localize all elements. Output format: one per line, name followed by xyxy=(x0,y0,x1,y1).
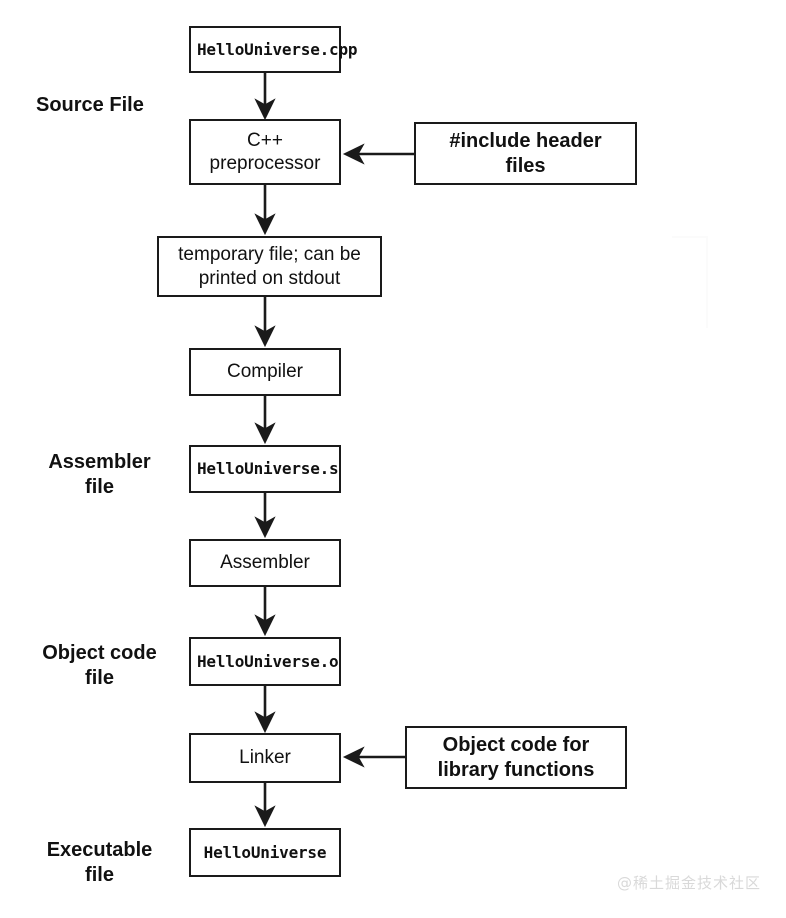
node-assembler[interactable]: Assembler xyxy=(189,539,341,587)
node-include-headers-label: #include header files xyxy=(449,130,602,177)
node-compiler[interactable]: Compiler xyxy=(189,348,341,396)
node-assembly-file[interactable]: HelloUniverse.s xyxy=(189,445,341,493)
stage-label-assembler-file: Assembler file xyxy=(48,451,151,498)
node-linker[interactable]: Linker xyxy=(189,733,341,783)
watermark: @稀土掘金技术社区 xyxy=(617,874,762,892)
node-assembly-file-label: HelloUniverse.s xyxy=(197,459,339,479)
node-library-object-code-label: Object code for library functions xyxy=(437,734,595,781)
node-temporary-file-label: temporary file; can be printed on stdout xyxy=(178,244,361,289)
node-preprocessor-label: C++ preprocessor xyxy=(209,129,321,174)
node-source-file[interactable]: HelloUniverse.cpp xyxy=(189,26,358,73)
node-source-file-label: HelloUniverse.cpp xyxy=(197,39,358,59)
stage-label-object-code-file: Object code file xyxy=(42,642,157,689)
stage-label-source-file: Source File xyxy=(36,94,144,116)
node-compiler-label: Compiler xyxy=(226,361,304,383)
node-object-file[interactable]: HelloUniverse.o xyxy=(189,637,341,686)
node-executable-label: HelloUniverse xyxy=(203,842,327,862)
node-temporary-file[interactable]: temporary file; can be printed on stdout xyxy=(157,236,382,297)
node-executable[interactable]: HelloUniverse xyxy=(189,828,341,877)
background-artifact xyxy=(672,236,708,328)
node-library-object-code[interactable]: Object code for library functions xyxy=(405,726,627,789)
node-object-file-label: HelloUniverse.o xyxy=(197,651,339,671)
node-linker-label: Linker xyxy=(239,747,291,769)
node-preprocessor[interactable]: C++ preprocessor xyxy=(189,119,341,185)
stage-label-executable-file: Executable file xyxy=(46,839,153,886)
node-include-headers[interactable]: #include header files xyxy=(414,122,637,185)
node-assembler-label: Assembler xyxy=(220,552,310,574)
